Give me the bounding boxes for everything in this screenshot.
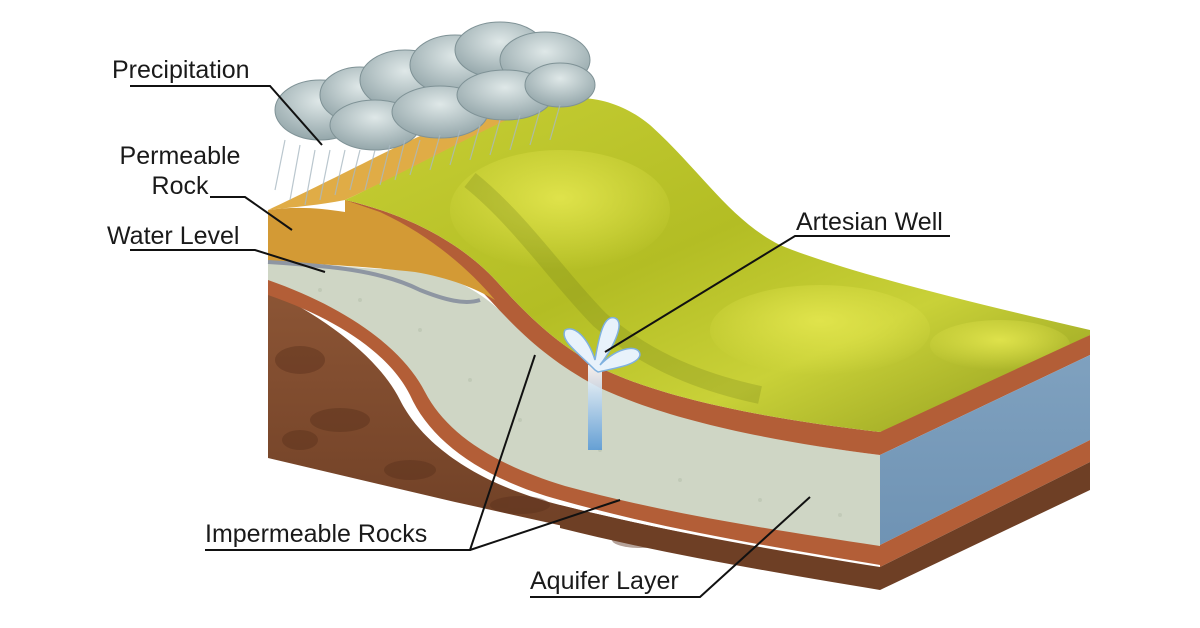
label-water-level: Water Level <box>107 222 240 250</box>
leader-precipitation <box>130 85 323 146</box>
artesian-well-fountain <box>563 316 641 450</box>
right-clay-bottom <box>880 440 1090 567</box>
right-clay-top <box>880 335 1090 455</box>
grass-highlight-2 <box>710 285 930 375</box>
label-artesian-well: Artesian Well <box>796 208 943 236</box>
aquifer-front <box>268 262 880 546</box>
label-precipitation: Precipitation <box>112 56 250 84</box>
aquifer-texture <box>318 288 842 517</box>
permeable-rock-front <box>268 200 495 300</box>
water-level-line <box>267 260 481 304</box>
label-impermeable-rocks: Impermeable Rocks <box>205 520 428 548</box>
leader-impermeable-rocks-b <box>469 499 621 551</box>
leader-aquifer-layer <box>530 496 811 598</box>
leader-water-level <box>130 249 326 273</box>
leader-permeable-rock <box>210 196 293 231</box>
bedrock-texture <box>275 346 668 548</box>
leader-artesian-well <box>604 235 950 353</box>
grass-highlight-1 <box>450 150 670 270</box>
right-bedrock <box>880 462 1090 590</box>
label-permeable-rock-line1: Permeable <box>119 142 241 170</box>
label-permeable-rock-line2: Rock <box>151 172 209 200</box>
right-aquifer <box>880 355 1090 545</box>
grass-shadow <box>464 172 762 404</box>
label-aquifer-layer: Aquifer Layer <box>530 567 679 595</box>
rain <box>274 104 561 206</box>
grass-highlight-3 <box>930 320 1070 370</box>
front-bedrock-strip <box>560 505 880 590</box>
storm-cloud <box>274 21 596 151</box>
leader-lines <box>130 85 950 598</box>
